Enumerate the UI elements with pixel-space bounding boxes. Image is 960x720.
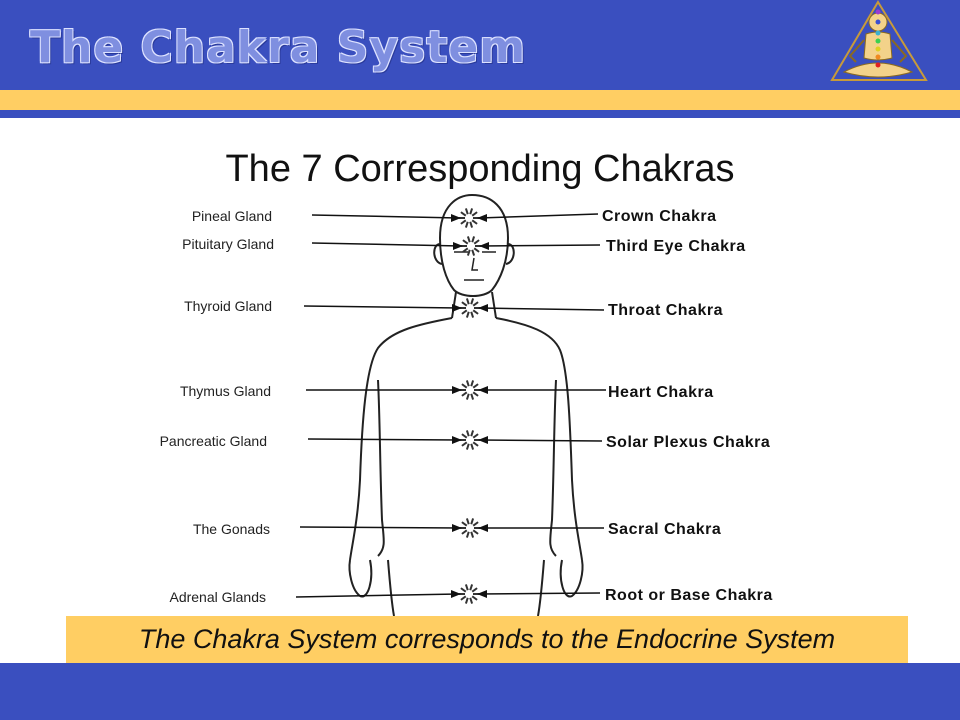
gland-label-gonads: The Gonads	[192, 521, 270, 537]
chakra-burst-icon	[460, 518, 480, 538]
chakra-label-crown: Crown Chakra	[602, 208, 717, 225]
arrow-head	[478, 524, 488, 532]
chakra-burst-icon	[460, 430, 480, 450]
header-bar	[0, 0, 960, 90]
gland-label-pineal: Pineal Gland	[191, 208, 272, 224]
arrow-head	[452, 386, 462, 394]
arrow-head	[477, 214, 487, 222]
header-divider	[0, 110, 960, 118]
arrow-head	[478, 436, 488, 444]
gland-connector-line	[295, 593, 460, 598]
gland-connector-line	[311, 214, 460, 219]
caption-box: The Chakra System corresponds to the End…	[66, 616, 908, 664]
footer-bar	[0, 663, 960, 720]
chakra-connector-line	[479, 439, 603, 442]
gland-connector-line	[299, 526, 461, 529]
caption-text: The Chakra System corresponds to the End…	[138, 624, 836, 654]
chakra-burst-icon	[461, 236, 481, 256]
chakra-connector-line	[478, 592, 601, 595]
gland-label-pituitary: Pituitary Gland	[182, 236, 274, 252]
gland-label-pancreatic: Pancreatic Gland	[159, 433, 267, 449]
chakra-label-throat: Throat Chakra	[608, 302, 723, 319]
arrow-head	[451, 590, 461, 598]
gland-connector-line	[311, 242, 462, 247]
chakra-label-root: Root or Base Chakra	[605, 587, 773, 604]
face-details	[454, 251, 496, 281]
gland-connector-line	[307, 438, 461, 441]
gland-label-thyroid: Thyroid Gland	[184, 298, 272, 314]
header-title: The Chakra System	[30, 22, 527, 73]
chakra-connector-line	[478, 213, 599, 219]
chakra-label-sacral: Sacral Chakra	[608, 521, 722, 538]
chakra-label-heart: Heart Chakra	[608, 384, 714, 401]
chakra-connector-line	[479, 307, 605, 311]
arrow-head	[477, 590, 487, 598]
arrow-head	[451, 214, 461, 222]
arrow-head	[478, 304, 488, 312]
page-title: The 7 Corresponding Chakras	[225, 148, 735, 190]
chakra-burst-icon	[460, 298, 480, 318]
chakra-connector-line	[480, 244, 601, 247]
gland-connector-line	[303, 305, 461, 309]
arrow-head	[452, 304, 462, 312]
gland-label-adrenal: Adrenal Glands	[169, 589, 266, 605]
chakra-burst-icon	[459, 208, 479, 228]
chakra-burst-icon	[459, 584, 479, 604]
meditating-figure-logo	[830, 0, 928, 81]
body-outline	[348, 193, 584, 617]
chakra-burst-icon	[460, 380, 480, 400]
header-gold-band	[0, 90, 960, 110]
arrow-head	[453, 242, 463, 250]
arrow-head	[479, 242, 489, 250]
chakra-label-solar-plexus: Solar Plexus Chakra	[606, 434, 771, 451]
gland-label-thymus: Thymus Gland	[179, 383, 271, 399]
arrow-head	[452, 436, 462, 444]
chakra-label-third-eye: Third Eye Chakra	[606, 238, 746, 255]
arrow-head	[452, 524, 462, 532]
arrow-head	[478, 386, 488, 394]
